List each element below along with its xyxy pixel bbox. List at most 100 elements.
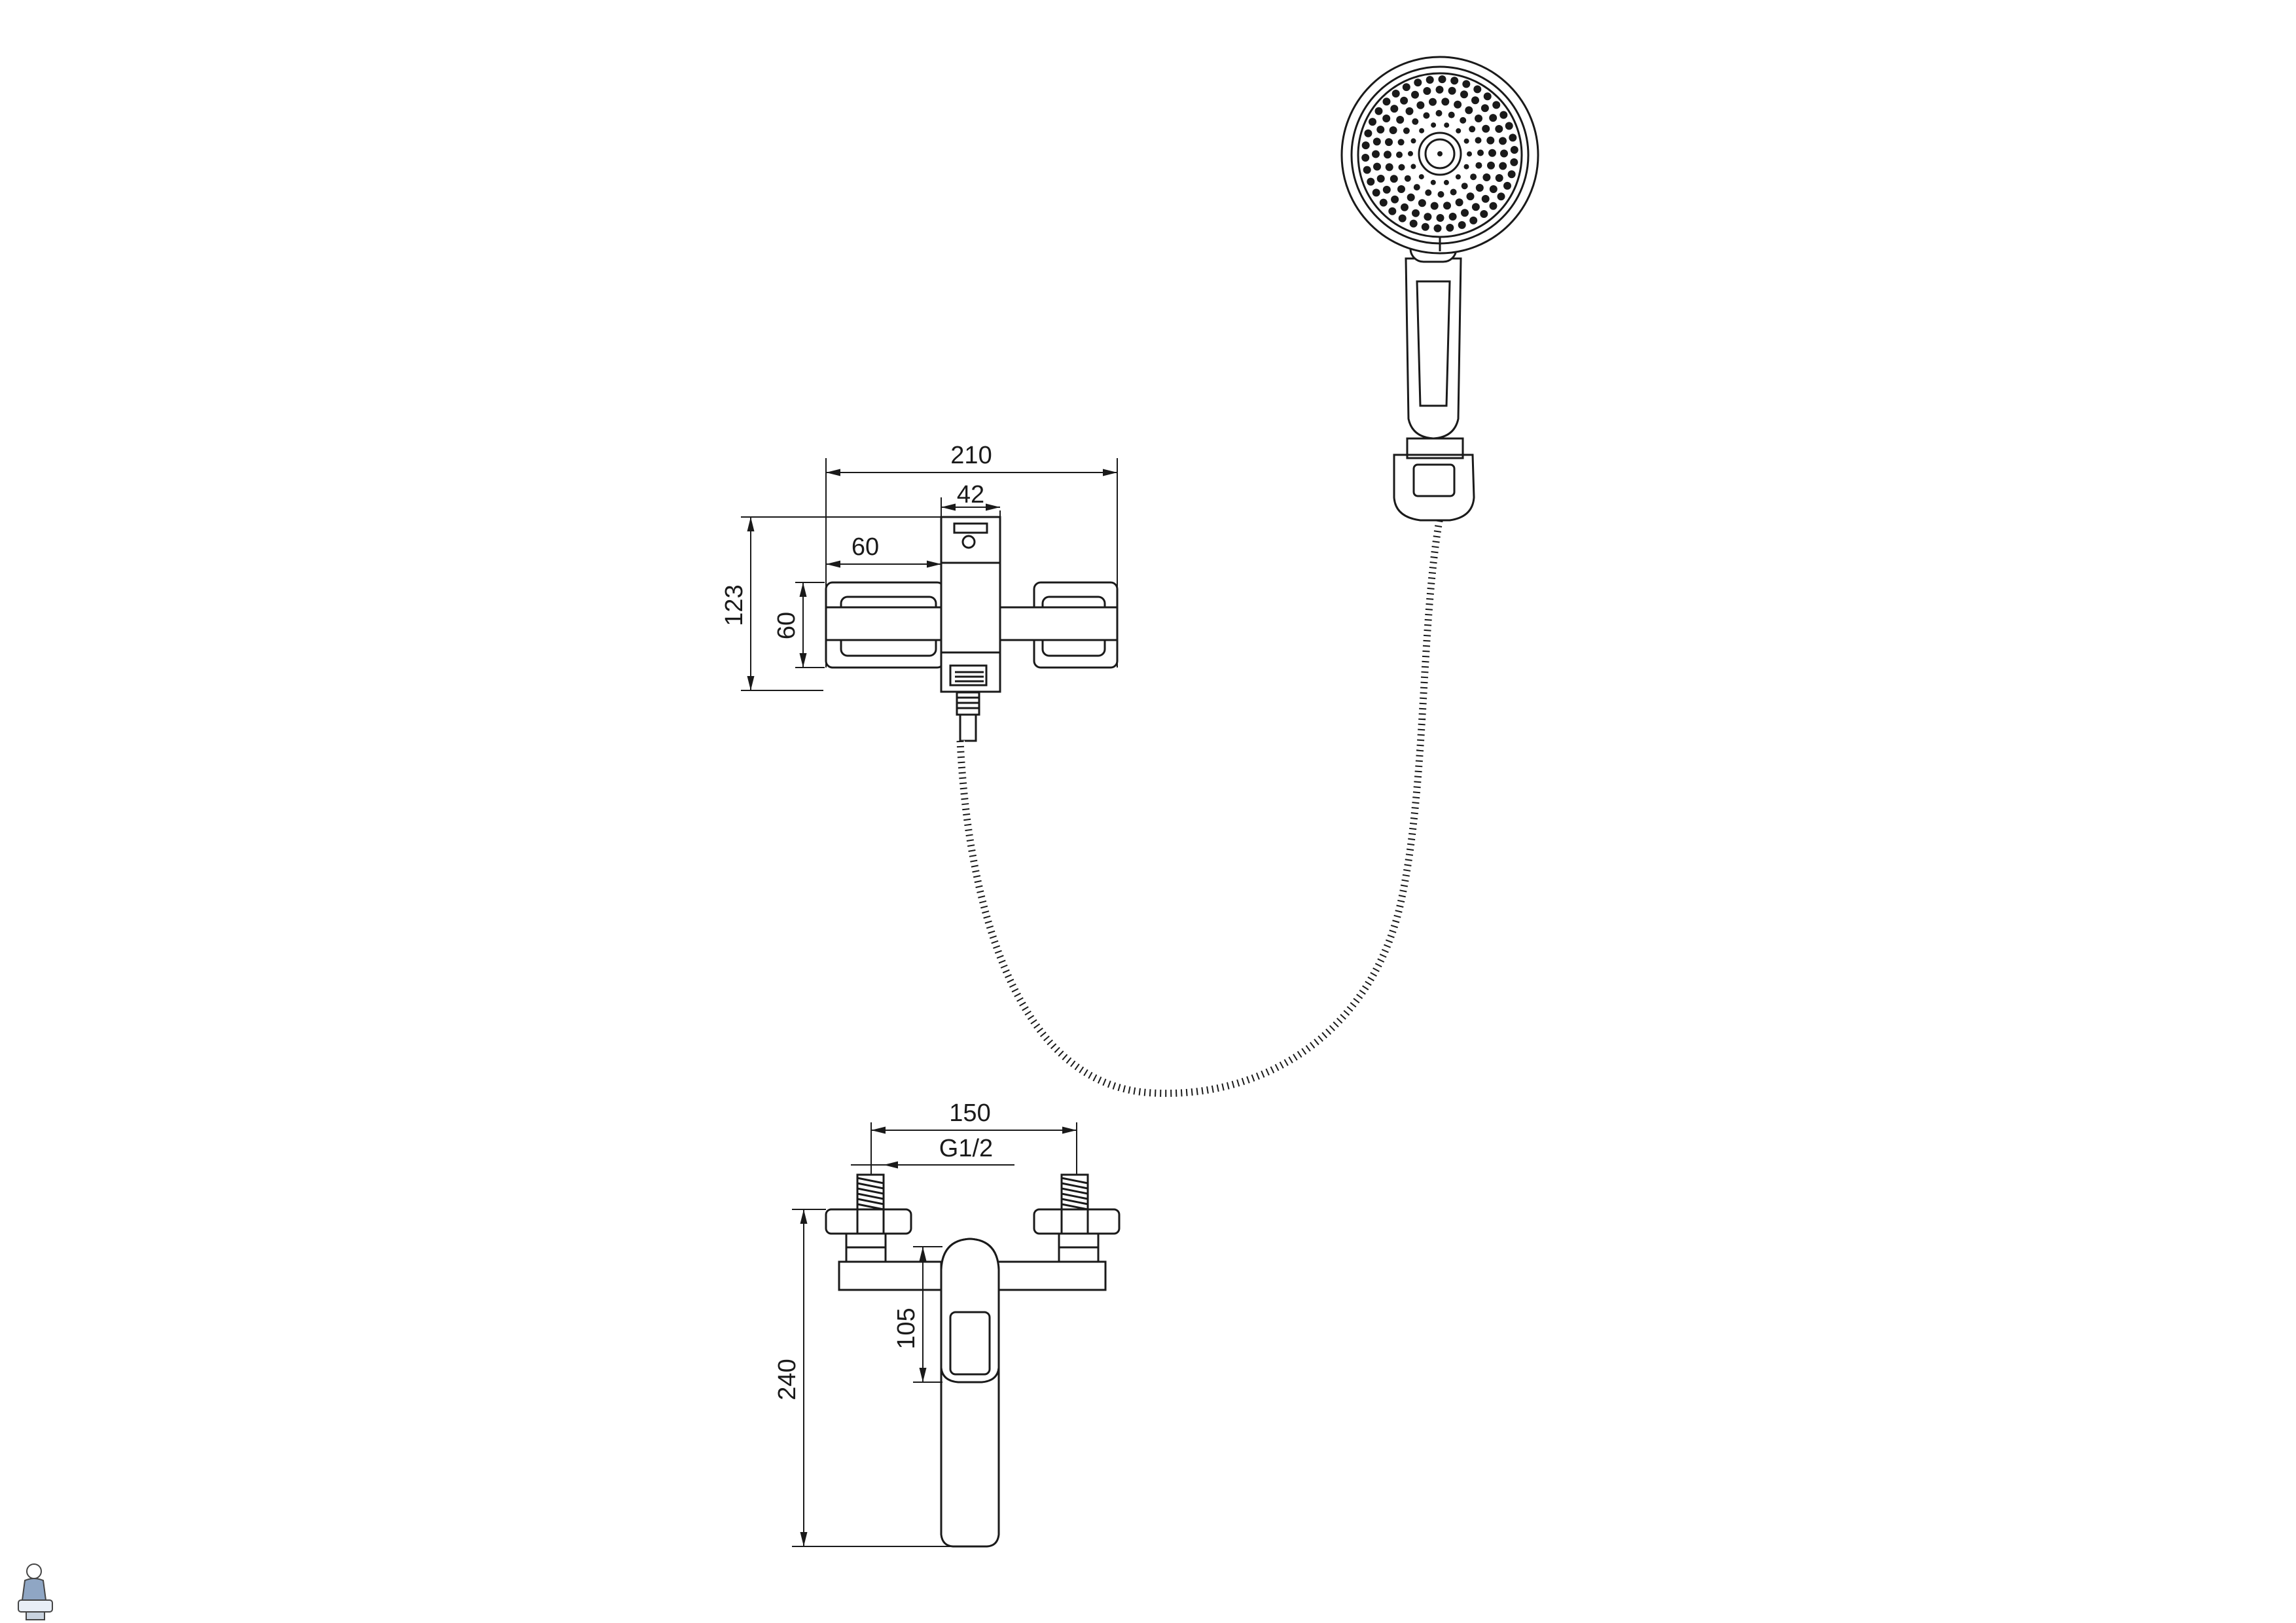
nozzle [1438, 75, 1446, 84]
nozzle [1431, 122, 1437, 128]
nozzle [1391, 195, 1399, 204]
nozzle [1456, 128, 1462, 134]
nozzle [1471, 96, 1479, 105]
nozzle [1400, 96, 1408, 105]
nozzle [1409, 219, 1418, 228]
nozzle [1372, 188, 1380, 197]
nozzle [1425, 189, 1432, 196]
nozzle [1401, 203, 1408, 211]
nozzle [1487, 161, 1495, 169]
nozzle [1463, 138, 1469, 144]
nozzle [1373, 162, 1381, 171]
nozzle [1475, 162, 1482, 169]
nozzle [1382, 98, 1391, 106]
shower-head [1340, 56, 1539, 522]
nozzle [1509, 134, 1517, 142]
nozzle [1363, 166, 1371, 174]
nozzle [1376, 126, 1385, 134]
nozzle [1466, 192, 1475, 201]
nozzle [1391, 90, 1400, 98]
nozzle [1398, 214, 1407, 223]
nozzle [1458, 221, 1466, 229]
nozzle [1505, 122, 1513, 130]
nozzle [1480, 104, 1489, 113]
nozzle [1462, 80, 1471, 88]
nozzle [1419, 128, 1425, 134]
nozzle [1379, 198, 1388, 207]
nozzle [1396, 151, 1403, 158]
nozzle [1470, 173, 1477, 181]
nozzle [1435, 86, 1444, 94]
nozzle [1480, 210, 1488, 218]
nozzle [1396, 116, 1405, 124]
nozzle [1414, 79, 1422, 87]
nozzle [1374, 107, 1383, 115]
nozzle [1369, 118, 1376, 126]
nozzle [1423, 112, 1430, 119]
nozzle [1385, 138, 1393, 147]
nozzle [1510, 158, 1518, 166]
plumber-logo-icon [18, 1563, 53, 1620]
nozzle [1495, 125, 1503, 133]
nozzle [1412, 209, 1420, 217]
nozzle [1469, 216, 1478, 224]
nozzle [1460, 90, 1468, 99]
nozzle [1421, 223, 1429, 231]
nozzle [1430, 179, 1436, 185]
nozzle [1398, 164, 1405, 171]
nozzle [1469, 126, 1476, 133]
nozzle [1503, 181, 1511, 190]
nozzle [1372, 150, 1380, 158]
dim-210: 210 [950, 442, 992, 469]
nozzle [1499, 162, 1507, 170]
nozzle [1413, 184, 1420, 191]
nozzle [1448, 213, 1457, 221]
nozzle [1499, 137, 1507, 145]
nozzle [1443, 202, 1451, 210]
nozzle [1433, 224, 1442, 232]
nozzle [1471, 203, 1480, 211]
nozzle [1482, 124, 1490, 133]
nozzle [1389, 126, 1397, 134]
nozzle [1361, 154, 1370, 162]
nozzle [1426, 76, 1434, 84]
nozzle [1481, 194, 1490, 203]
nozzle [1408, 151, 1413, 156]
nozzle [1446, 224, 1454, 232]
nozzle [1435, 110, 1443, 116]
nozzle [1385, 163, 1393, 171]
nozzle [1416, 101, 1425, 109]
nozzle [1463, 164, 1469, 169]
nozzle [1461, 183, 1468, 190]
nozzle [1430, 202, 1439, 210]
nozzle [1443, 179, 1449, 185]
nozzle [1473, 85, 1482, 94]
nozzle [1475, 184, 1484, 192]
nozzle [1455, 198, 1463, 207]
nozzle [1397, 185, 1405, 193]
nozzle [1436, 214, 1444, 222]
nozzle [1475, 115, 1482, 122]
nozzle [1489, 114, 1498, 122]
nozzle [1444, 122, 1450, 128]
nozzle [1412, 118, 1419, 125]
nozzle [1382, 115, 1391, 122]
nozzle [1448, 86, 1456, 95]
nozzle [1500, 149, 1508, 158]
nozzle [1397, 139, 1405, 146]
nozzle [1497, 192, 1505, 201]
nozzle [1429, 98, 1437, 106]
nozzle [1475, 137, 1482, 144]
nozzle [1388, 207, 1397, 215]
nozzle [1405, 107, 1414, 115]
top-view [792, 1122, 1121, 1548]
nozzle [1423, 87, 1431, 95]
nozzle [1407, 193, 1415, 202]
nozzle [1499, 111, 1508, 119]
nozzle [1372, 137, 1381, 146]
nozzle [1486, 136, 1495, 145]
nozzle [1418, 174, 1424, 180]
dim-42: 42 [957, 481, 984, 508]
nozzle [1450, 188, 1457, 196]
nozzle [1467, 151, 1472, 157]
